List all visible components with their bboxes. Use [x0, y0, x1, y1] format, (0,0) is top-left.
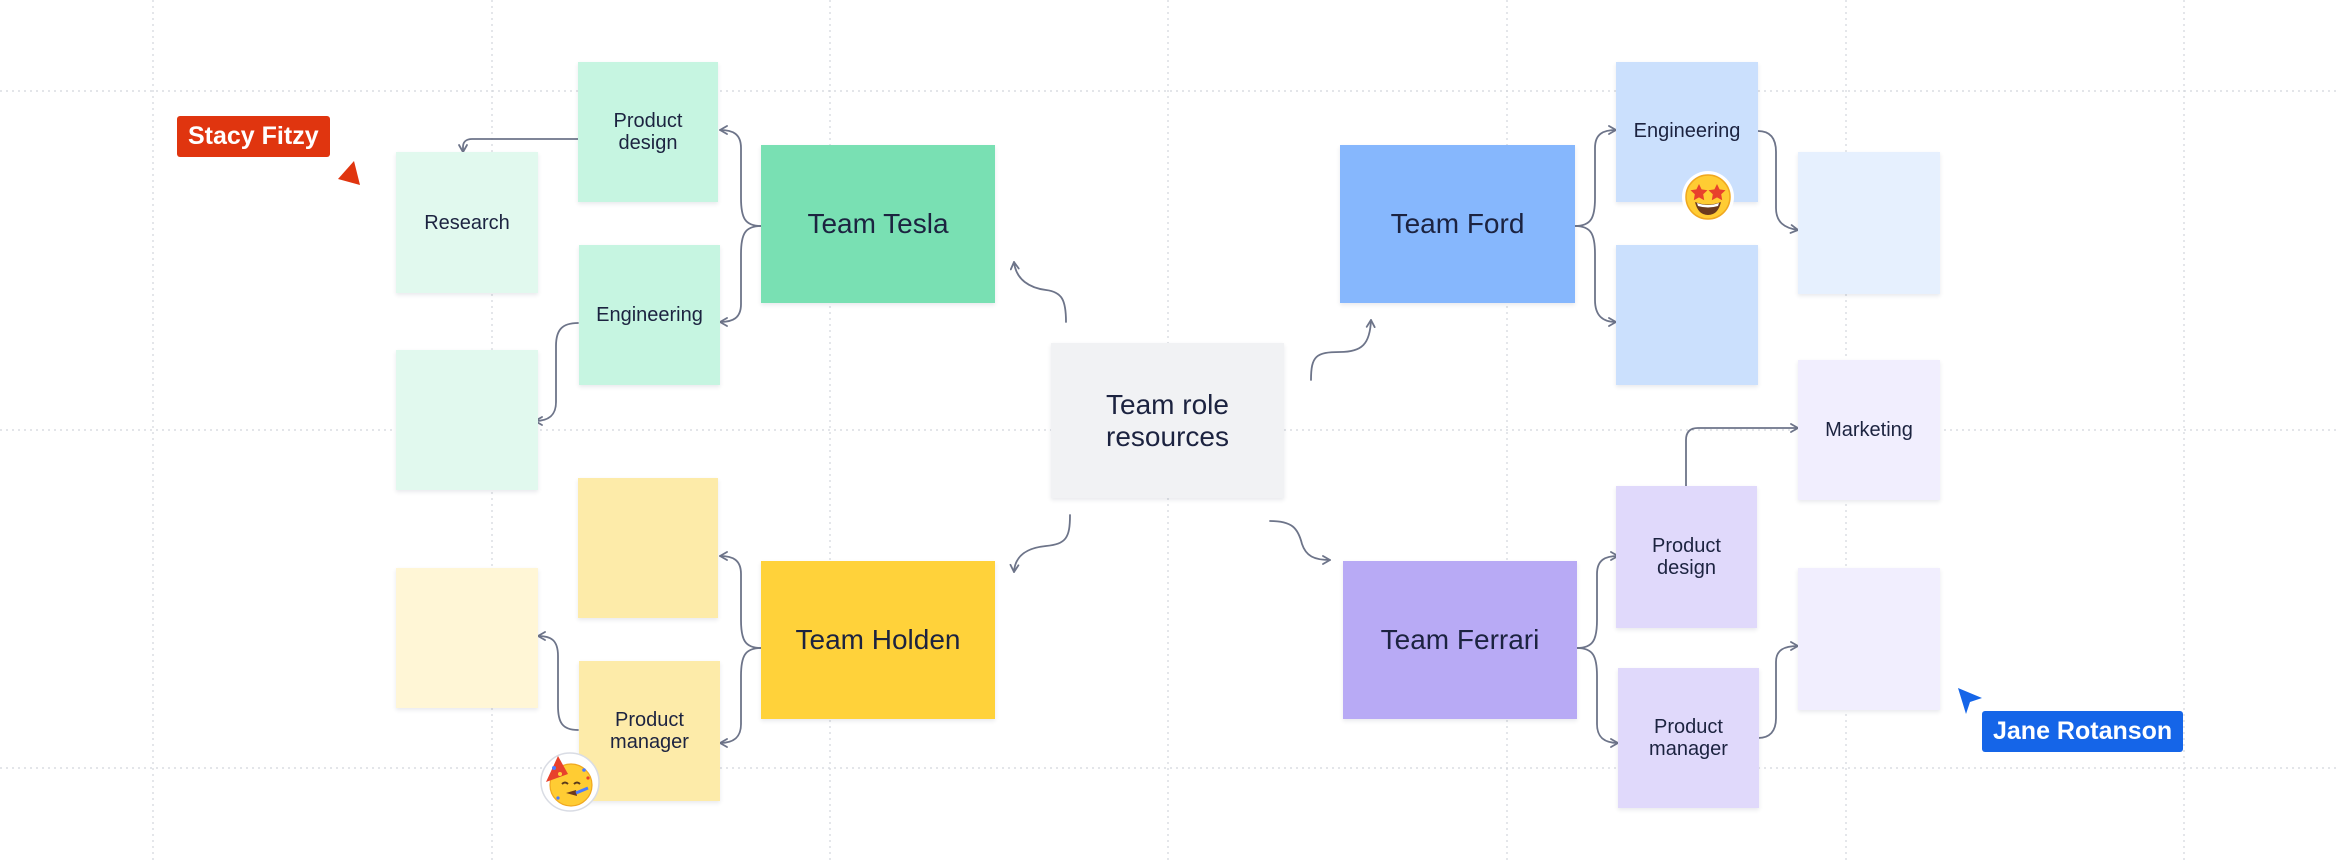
- team-ferrari-label: Team Ferrari: [1380, 624, 1540, 655]
- tesla-engineering-child-note[interactable]: [396, 350, 538, 490]
- holden-product-manager-child-note[interactable]: [396, 568, 538, 708]
- team-ford-label: Team Ford: [1390, 208, 1525, 239]
- ferrari-product-manager-note[interactable]: Product manager: [1618, 668, 1759, 808]
- ford-engineering-note[interactable]: Engineering: [1616, 62, 1758, 202]
- holden-product-manager-note[interactable]: Product manager: [579, 661, 720, 801]
- collaborator-name: Stacy Fitzy: [188, 122, 319, 150]
- cursor-arrow-icon: [1958, 688, 1982, 714]
- team-tesla-note[interactable]: Team Tesla: [761, 145, 995, 303]
- cursor-arrow-icon: [338, 161, 360, 185]
- holden-product-manager-label: Product manager: [610, 709, 689, 753]
- tesla-engineering-label: Engineering: [596, 304, 703, 326]
- team-holden-note[interactable]: Team Holden: [761, 561, 995, 719]
- party-face-icon[interactable]: [540, 752, 600, 812]
- holden-product-design-note[interactable]: [578, 478, 718, 618]
- tesla-product-design-note[interactable]: Product design: [578, 62, 718, 202]
- team-holden-label: Team Holden: [795, 624, 961, 655]
- ferrari-product-design-label: Product design: [1652, 535, 1721, 579]
- ford-engineering-child-note[interactable]: [1798, 152, 1940, 294]
- center-label: Team role resources: [1106, 388, 1229, 452]
- tesla-research-label: Research: [424, 211, 510, 234]
- team-tesla-label: Team Tesla: [807, 208, 949, 239]
- collaborator-tag-jane: Jane Rotanson: [1982, 711, 2184, 752]
- ford-engineering-label: Engineering: [1633, 120, 1741, 142]
- tesla-engineering-note[interactable]: Engineering: [579, 245, 720, 385]
- team-ford-note[interactable]: Team Ford: [1340, 145, 1575, 303]
- tesla-product-design-label: Product design: [613, 110, 683, 154]
- center-note[interactable]: Team role resources: [1051, 343, 1284, 498]
- collaborator-name: Jane Rotanson: [1993, 717, 2173, 745]
- ferrari-marketing-label: Marketing: [1825, 419, 1913, 441]
- tesla-research-note[interactable]: Research: [396, 152, 538, 293]
- ferrari-product-manager-child-note[interactable]: [1798, 568, 1940, 710]
- team-ferrari-note[interactable]: Team Ferrari: [1343, 561, 1577, 719]
- ferrari-marketing-note[interactable]: Marketing: [1798, 360, 1940, 500]
- ferrari-product-manager-label: Product manager: [1649, 716, 1728, 760]
- ford-second-note[interactable]: [1616, 245, 1758, 385]
- collaborator-tag-stacy: Stacy Fitzy: [177, 116, 330, 157]
- star-struck-face-icon[interactable]: [1680, 169, 1736, 225]
- ferrari-product-design-note[interactable]: Product design: [1616, 486, 1757, 628]
